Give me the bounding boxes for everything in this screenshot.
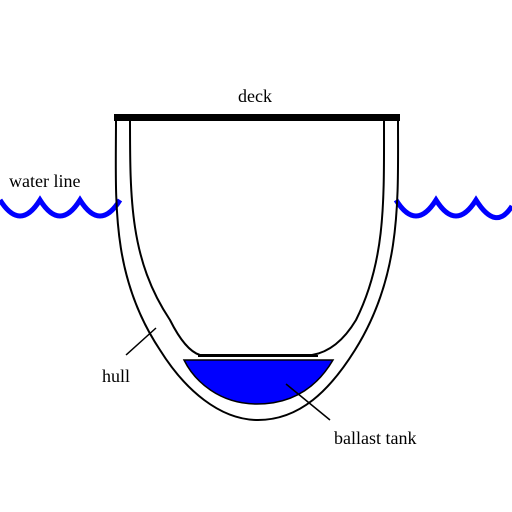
hull-label: hull (102, 366, 130, 386)
hull-leader (125, 327, 157, 356)
deck-label: deck (238, 86, 272, 106)
ballast-tank-water (182, 359, 335, 405)
water-line-label: water line (9, 171, 80, 191)
deck (114, 114, 400, 121)
water-waves-left (0, 195, 123, 219)
water-waves-right (393, 195, 512, 220)
hull-inner (129, 117, 386, 356)
hull-outer (114, 117, 400, 422)
ballast-tank-label: ballast tank (334, 428, 416, 448)
ballast-tank-leader (285, 383, 331, 421)
